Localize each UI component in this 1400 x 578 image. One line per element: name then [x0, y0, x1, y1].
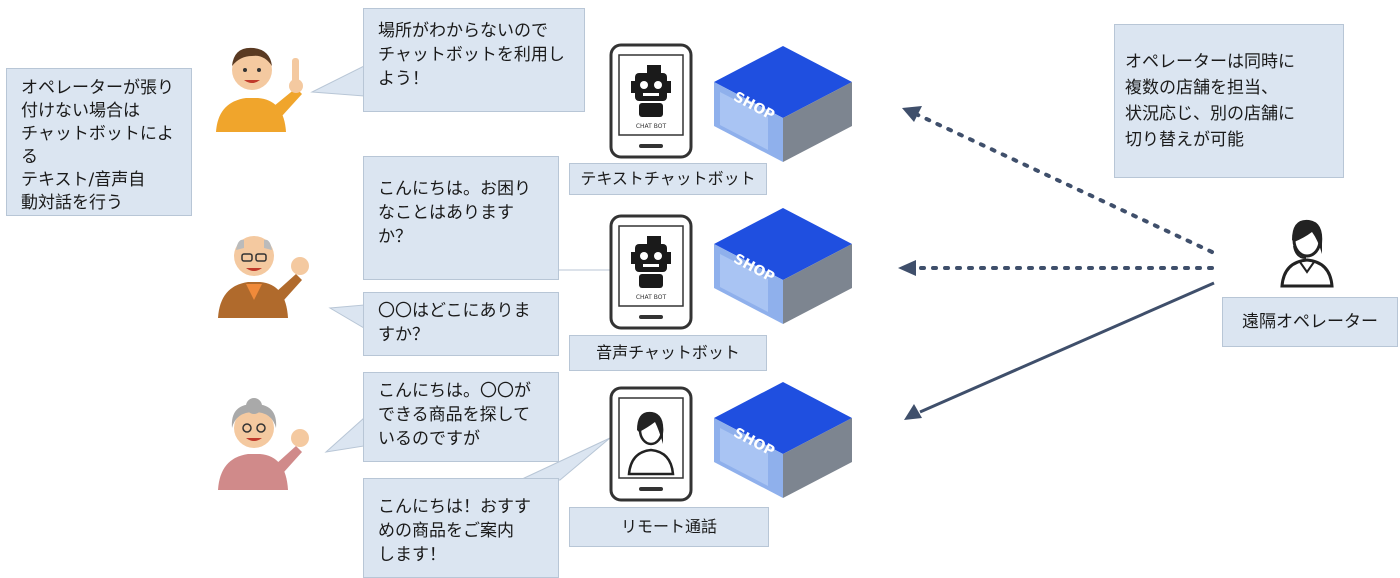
speech-bubble: 〇〇はどこにありま すか？: [363, 292, 559, 356]
tablet-chatbot-icon: CHAT BOT: [609, 43, 693, 159]
customer-pointing-icon: [216, 47, 303, 132]
shop-building-icon: SHOP: [714, 46, 852, 162]
row-label-remote-call: リモート通話: [569, 507, 769, 547]
device-screen-text: CHAT BOT: [636, 294, 667, 301]
tablet-chatbot-icon: CHAT BOT: [609, 214, 693, 330]
left-note: オペレーターが張り 付けない場合は チャットボットによる テキスト/音声自 動対…: [6, 68, 192, 216]
right-note: オペレーターは同時に 複数の店舗を担当、 状況応じ、別の店舗に 切り替えが可能: [1114, 24, 1344, 178]
bubble-tail: [324, 416, 365, 453]
speech-bubble: こんにちは！おすす めの商品をご案内 します！: [363, 478, 559, 578]
solid-arrow: [919, 281, 1215, 414]
shop-building-icon: SHOP: [714, 382, 852, 498]
operator-label: 遠隔オペレーター: [1222, 297, 1398, 347]
speech-bubble: こんにちは。〇〇が できる商品を探して いるのですが: [363, 372, 559, 462]
arrowhead: [904, 404, 922, 420]
customer-elderly-man-icon: [218, 236, 309, 318]
bubble-tail: [328, 304, 365, 329]
customer-elderly-woman-icon: [218, 398, 309, 490]
speech-bubble: 場所がわからないので チャットボットを利用し よう！: [363, 8, 585, 112]
tablet-video-call-icon: [609, 386, 693, 502]
arrowhead: [898, 260, 916, 276]
row-label-voice-chatbot: 音声チャットボット: [569, 335, 767, 371]
bubble-tail: [310, 65, 365, 97]
device-screen-text: CHAT BOT: [636, 123, 667, 130]
speech-bubble: こんにちは。お困り なことはあります か？: [363, 156, 559, 280]
arrowhead: [902, 106, 922, 122]
shop-building-icon: SHOP: [714, 208, 852, 324]
row-label-text-chatbot: テキストチャットボット: [569, 163, 767, 195]
operator-headset-icon: [1280, 219, 1334, 288]
